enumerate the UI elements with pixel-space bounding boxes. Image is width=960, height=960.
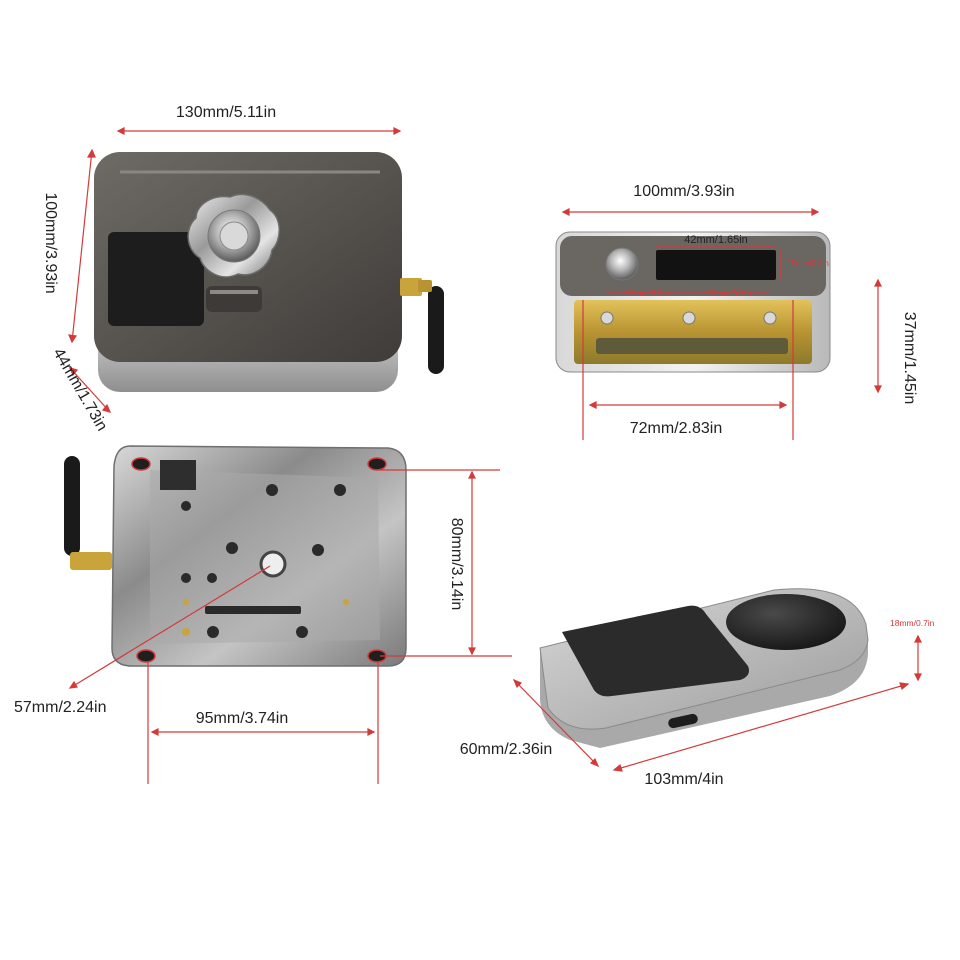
lock-front-dimensions — [68, 127, 402, 413]
lock-height-label: 100mm/3.93in — [42, 192, 59, 293]
strike-slot-width-label: 42mm/1.65in — [684, 234, 748, 246]
antenna-icon — [400, 278, 444, 374]
strike-height-label: 37mm/1.45in — [901, 312, 918, 405]
strike-plate-view — [555, 231, 831, 373]
remote-width-label: 60mm/2.36in — [460, 741, 553, 758]
strike-button-icon — [605, 247, 639, 281]
strike-hole-right — [763, 311, 777, 325]
strike-pitch-left-label: 18mm/0.7in — [625, 288, 670, 298]
remote-length-label: 103mm/4in — [644, 771, 723, 788]
lock-width-label: 130mm/5.11in — [176, 104, 276, 121]
usb-c-port-icon — [668, 713, 698, 729]
lock-back-view — [64, 445, 407, 667]
back-diagonal-label: 57mm/2.24in — [14, 699, 107, 716]
lock-back-hole — [266, 484, 278, 496]
lock-back-dimensions — [68, 469, 512, 784]
lock-back-hole — [296, 626, 308, 638]
lock-back-hole — [181, 501, 191, 511]
lock-back-hole — [207, 626, 219, 638]
mount-hole-top-left — [131, 457, 151, 471]
antenna-icon — [64, 456, 112, 570]
lock-back-slot — [205, 606, 301, 614]
lock-back-hole — [181, 573, 191, 583]
card-reader-disc — [726, 594, 846, 650]
strike-brass-slot — [596, 338, 788, 354]
strike-hole-left — [600, 311, 614, 325]
back-height-label: 80mm/3.14in — [448, 518, 465, 611]
lock-knob-icon — [187, 193, 280, 312]
strike-slot-height-label: 15mm/0.6in — [787, 259, 829, 268]
card-reader-icon — [562, 605, 749, 697]
lock-back-hole — [334, 484, 346, 496]
lock-back-hole — [226, 542, 238, 554]
remote-thickness-label: 18mm/0.7in — [890, 618, 935, 628]
lock-back-cylinder — [259, 550, 287, 578]
strike-hole-middle — [682, 311, 696, 325]
mount-hole-top-right — [367, 457, 387, 471]
card-reader-icon — [108, 232, 204, 326]
lock-front-view — [94, 152, 444, 392]
strike-width-label: 100mm/3.93in — [633, 183, 734, 200]
lock-back-notch — [160, 460, 196, 490]
strike-brass-plate — [574, 300, 812, 364]
lock-back-hole — [183, 599, 189, 605]
back-width-label: 95mm/3.74in — [196, 710, 289, 727]
lock-back-hole — [182, 628, 190, 636]
card-reader-unit-view — [539, 588, 869, 748]
strike-pitch-right-label: 18mm/0.7in — [707, 288, 752, 298]
strike-base-width-label: 72mm/2.83in — [630, 420, 723, 437]
strike-plate-dimensions — [561, 208, 882, 440]
lock-back-hole — [343, 599, 349, 605]
lock-back-hole — [312, 544, 324, 556]
mount-hole-bottom-left — [136, 649, 156, 663]
lock-back-hole — [207, 573, 217, 583]
card-reader-dimensions — [512, 634, 922, 772]
strike-slot — [656, 250, 776, 280]
